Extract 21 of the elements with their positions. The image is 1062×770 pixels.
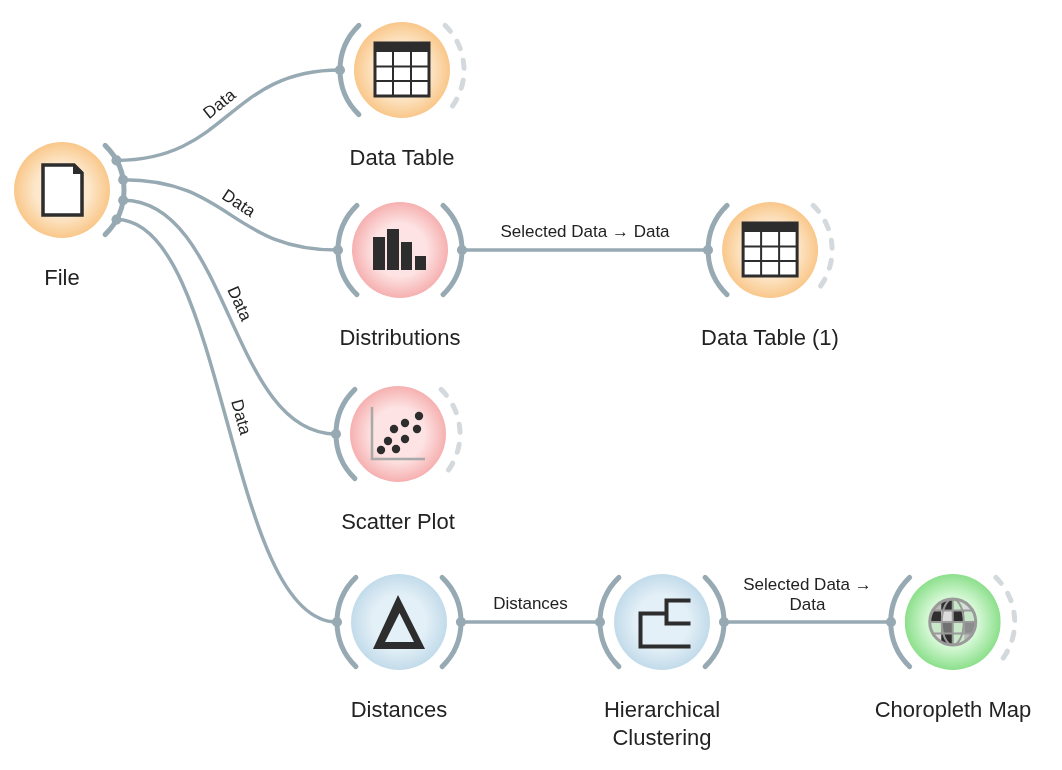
node-label: Distributions bbox=[339, 324, 461, 352]
node-label: File bbox=[44, 264, 80, 292]
edge-label: Data bbox=[199, 85, 240, 124]
node-label: Hierarchical Clustering bbox=[602, 696, 722, 752]
edge-label: Selected Data → Data bbox=[500, 222, 670, 242]
node-label: Choropleth Map bbox=[874, 696, 1032, 724]
connection-line bbox=[455, 616, 606, 628]
connection-line bbox=[118, 174, 344, 256]
edge-label: Data bbox=[225, 397, 255, 438]
edge-label: Selected Data → Data bbox=[742, 575, 873, 615]
node-label: Scatter Plot bbox=[341, 508, 455, 536]
node-label: Distances bbox=[350, 696, 448, 724]
connection-line bbox=[111, 214, 343, 628]
node-label: Data Table bbox=[349, 144, 455, 172]
connection-line bbox=[718, 616, 897, 628]
edge-label: Distances bbox=[493, 594, 568, 614]
connection-line bbox=[111, 64, 346, 166]
connection-line bbox=[456, 244, 714, 256]
connection-line bbox=[118, 195, 342, 440]
edge-label: Data bbox=[222, 283, 256, 325]
node-label: Data Table (1) bbox=[701, 324, 839, 352]
